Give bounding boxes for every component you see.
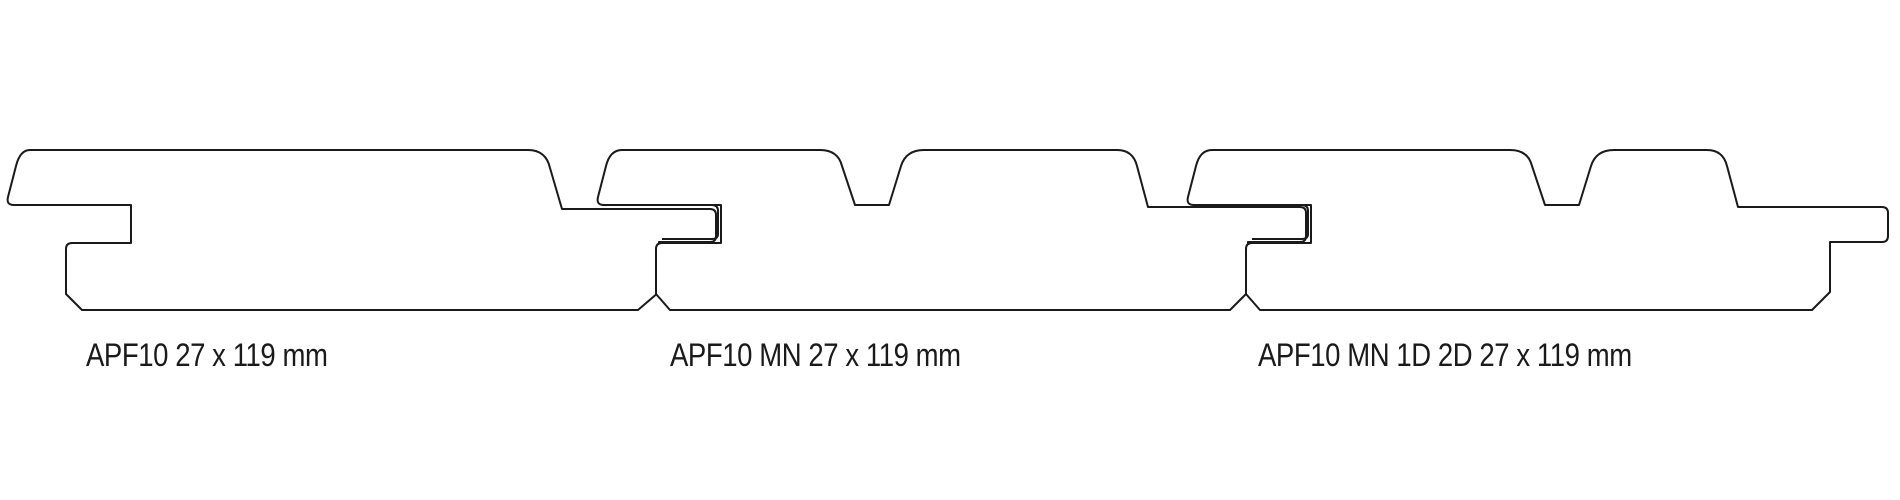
profile-apf10-mn-outline (596, 149, 1307, 311)
profile-apf10-mn-1d-2d-outline (1186, 149, 1889, 311)
profile-label-apf10: APF10 27 x 119 mm (86, 337, 328, 373)
profile-apf10-outline (6, 149, 717, 311)
profile-label-apf10-mn-1d-2d: APF10 MN 1D 2D 27 x 119 mm (1258, 337, 1632, 373)
profile-label-apf10-mn: APF10 MN 27 x 119 mm (670, 337, 961, 373)
